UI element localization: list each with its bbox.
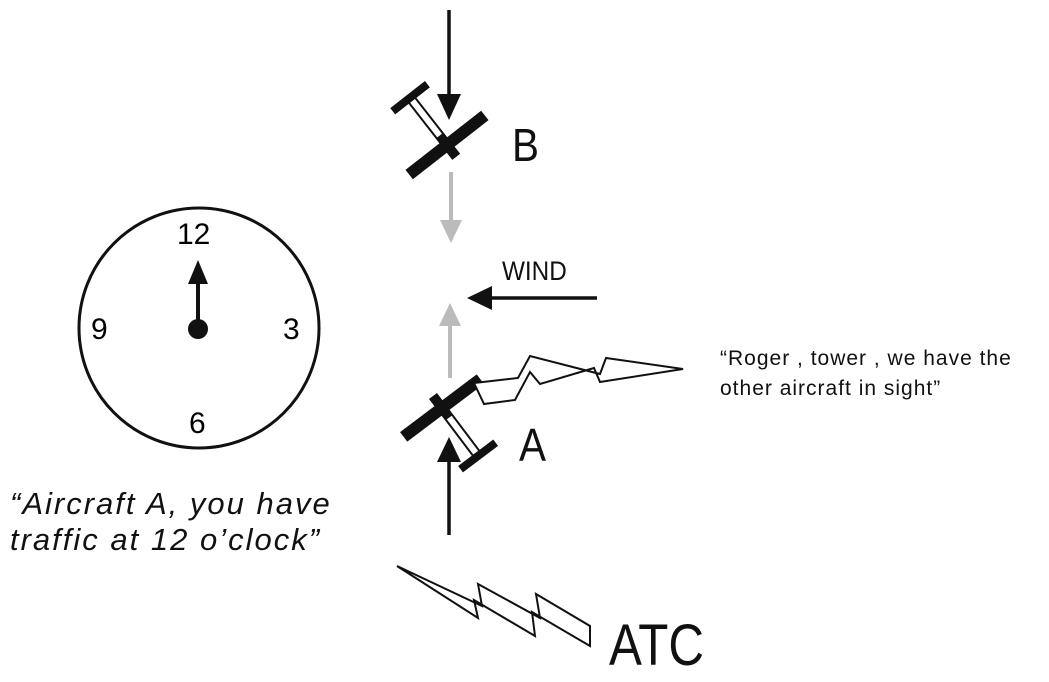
clock-center-dot bbox=[188, 319, 208, 339]
clock-numeral-12: 12 bbox=[177, 218, 211, 251]
atc-quote-line-2: traffic at 12 o’clock” bbox=[10, 522, 322, 557]
aircraft-b-label: B bbox=[512, 119, 540, 171]
aircraft-a-track-arrow bbox=[437, 437, 461, 535]
pilot-radio-lightning bbox=[472, 354, 684, 406]
atc-radio-lightning bbox=[396, 565, 591, 648]
atc-label: ATC bbox=[609, 613, 704, 678]
clock-face bbox=[77, 206, 321, 450]
atc-quote-line-1: “Aircraft A, you have bbox=[10, 486, 332, 521]
clock-hand-arrowhead bbox=[188, 260, 208, 284]
aircraft-a-icon bbox=[400, 374, 499, 473]
aircraft-a-projected-arrow bbox=[439, 303, 461, 378]
aircraft-b-projected-arrow bbox=[440, 172, 462, 243]
pilot-transmission-quote: “Roger , tower , we have the other aircr… bbox=[720, 344, 1012, 404]
aircraft-b-icon bbox=[390, 81, 489, 180]
aircraft-a-label: A bbox=[519, 419, 547, 471]
atc-transmission-quote: “Aircraft A, you have traffic at 12 o’cl… bbox=[10, 486, 332, 558]
clock-numeral-3: 3 bbox=[283, 313, 300, 346]
wind-arrow bbox=[467, 286, 597, 310]
clock-numeral-9: 9 bbox=[91, 313, 108, 346]
pilot-quote-line-2: other aircraft in sight” bbox=[720, 377, 942, 400]
wind-label: WIND bbox=[502, 256, 567, 286]
aircraft-b-track-arrow bbox=[437, 10, 461, 120]
clock-numeral-6: 6 bbox=[189, 407, 206, 440]
pilot-quote-line-1: “Roger , tower , we have the bbox=[720, 347, 1012, 370]
